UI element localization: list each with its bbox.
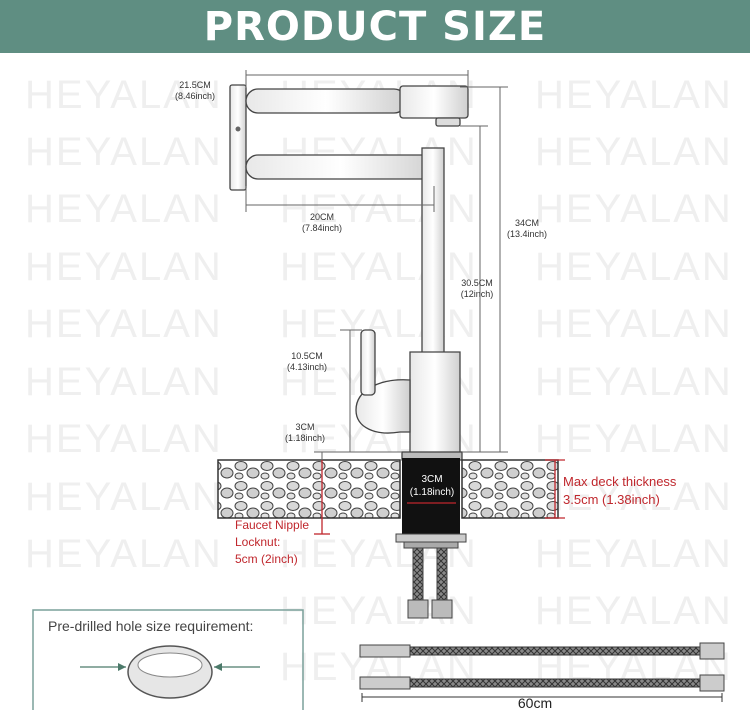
nipple-line1: Faucet Nipple [235, 518, 309, 532]
watermark-text: HEYALAN [25, 302, 223, 346]
hose-right [436, 547, 448, 604]
nipple-value: 5cm (2inch) [235, 552, 298, 566]
faucet-drawing [229, 84, 469, 461]
base-height-metric: 3CM [295, 422, 314, 432]
watermark-text: HEYALAN [535, 475, 733, 519]
hose-left [412, 547, 424, 604]
hose1-end-left [359, 644, 411, 658]
watermark-text: HEYALAN [25, 187, 223, 231]
watermark-text: HEYALAN [280, 245, 478, 289]
watermark-text: HEYALAN [25, 360, 223, 404]
watermark-text: HEYALAN [535, 360, 733, 404]
total-height-imperial: (13.4inch) [507, 229, 547, 239]
red-dimension-lines [314, 459, 565, 535]
hose1-end-right [699, 642, 725, 660]
hose-nut-left [407, 599, 429, 619]
handle-height-imperial: (4.13inch) [287, 362, 327, 372]
hose2-braid [409, 678, 701, 688]
watermark-text: HEYALAN [535, 589, 733, 633]
total-height-metric: 34CM [515, 218, 539, 228]
nipple-line2: Locknut: [235, 535, 280, 549]
countertop-right [461, 459, 559, 519]
page-title: PRODUCT SIZE [203, 3, 547, 50]
arm-length-imperial: (7.84inch) [302, 223, 342, 233]
hoses-diagram: 60cm [359, 642, 725, 710]
locknut-washer [395, 533, 467, 543]
lower-arm [245, 154, 437, 180]
arm-length-metric: 20CM [310, 212, 334, 222]
spout-head [399, 85, 469, 119]
watermark-text: HEYALAN [535, 245, 733, 289]
watermark-text: HEYALAN [535, 73, 733, 117]
watermark-text: HEYALAN [25, 245, 223, 289]
handle-lever [360, 329, 376, 396]
watermark-text: HEYALAN [25, 532, 223, 576]
faucet-column [421, 147, 445, 354]
hole-requirement-box: Pre-drilled hole size requirement: [32, 609, 304, 710]
watermark-text: HEYALAN [535, 130, 733, 174]
watermark-text: HEYALAN [280, 302, 478, 346]
hole-requirement-label: Pre-drilled hole size requirement: [48, 618, 253, 634]
locknut [403, 541, 459, 549]
countertop-left [217, 459, 401, 519]
hose1-braid [409, 646, 701, 656]
faucet-nipple [402, 458, 460, 534]
upper-arm [245, 88, 407, 114]
nipple-callout: Faucet Nipple Locknut: 5cm (2inch) [235, 518, 309, 566]
title-banner: PRODUCT SIZE [0, 0, 750, 53]
hose-length-label: 60cm [518, 695, 552, 710]
watermark-text: HEYALAN [535, 417, 733, 461]
deck-callout: Max deck thickness 3.5cm (1.38inch) [563, 474, 677, 507]
watermark-text: HEYALAN [535, 187, 733, 231]
watermark-text: HEYALAN [535, 532, 733, 576]
swivel-joint [229, 84, 247, 191]
deck-label: Max deck thickness [563, 474, 677, 489]
dimension-lines [245, 70, 508, 460]
spout-height-metric: 30.5CM [461, 278, 493, 288]
watermark-text: HEYALAN [535, 302, 733, 346]
dimension-labels: 21.5CM (8.46inch) 20CM (7.84inch) 34CM (… [175, 80, 547, 498]
top-width-metric: 21.5CM [179, 80, 211, 90]
spout-height-imperial: (12inch) [461, 289, 494, 299]
watermark-text: HEYALAN [25, 417, 223, 461]
nipple-width-imperial: (1.18inch) [410, 487, 454, 498]
base-height-imperial: (1.18inch) [285, 433, 325, 443]
hose-nut-right [431, 599, 453, 619]
faucet-body [409, 351, 461, 459]
hose2-end-left [359, 676, 411, 690]
top-width-imperial: (8.46inch) [175, 91, 215, 101]
hose2-end-right [699, 674, 725, 692]
watermark-text: HEYALAN [25, 73, 223, 117]
joint-screw [235, 126, 241, 132]
nipple-width-metric: 3CM [421, 474, 442, 485]
watermark-text: HEYALAN [25, 130, 223, 174]
watermark-text: HEYALAN [25, 475, 223, 519]
aerator [435, 117, 461, 127]
countertop [217, 458, 559, 619]
handle-height-metric: 10.5CM [291, 351, 323, 361]
deck-value: 3.5cm (1.38inch) [563, 492, 660, 507]
